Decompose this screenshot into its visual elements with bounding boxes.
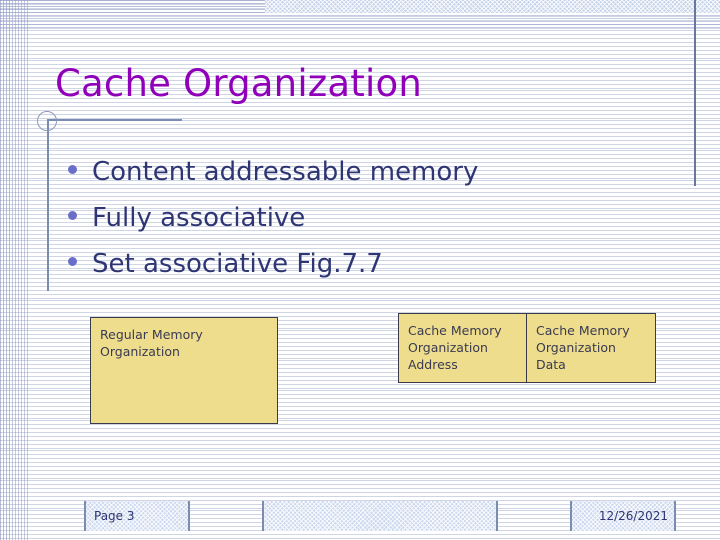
page-title: Cache Organization	[55, 62, 422, 105]
diagram-box-regular-memory: Regular Memory Organization	[90, 317, 278, 424]
bullet-item-label: Fully associative	[92, 203, 306, 233]
top-banner-decoration	[265, 0, 720, 13]
right-vertical-rule	[694, 0, 696, 186]
diagram-box-cache-data: Cache Memory Organization Data	[526, 313, 656, 383]
bullet-list: Content addressable memory Fully associa…	[68, 156, 588, 294]
list-item: Set associative Fig.7.7	[68, 248, 588, 288]
bullet-dot-icon	[68, 211, 77, 220]
footer-center-placeholder	[262, 501, 498, 531]
circle-accent-icon	[37, 111, 57, 131]
list-item: Content addressable memory	[68, 156, 588, 196]
list-item: Fully associative	[68, 202, 588, 242]
bullet-dot-icon	[68, 165, 77, 174]
footer-date: 12/26/2021	[570, 501, 676, 531]
footer-page-number: Page 3	[84, 501, 190, 531]
title-underline-rule	[47, 119, 182, 121]
bullet-item-label: Set associative Fig.7.7	[92, 249, 383, 279]
left-vertical-rule	[47, 119, 49, 291]
bullet-item-label: Content addressable memory	[92, 157, 479, 187]
bullet-dot-icon	[68, 257, 77, 266]
diagram-box-cache-address: Cache Memory Organization Address	[398, 313, 526, 383]
